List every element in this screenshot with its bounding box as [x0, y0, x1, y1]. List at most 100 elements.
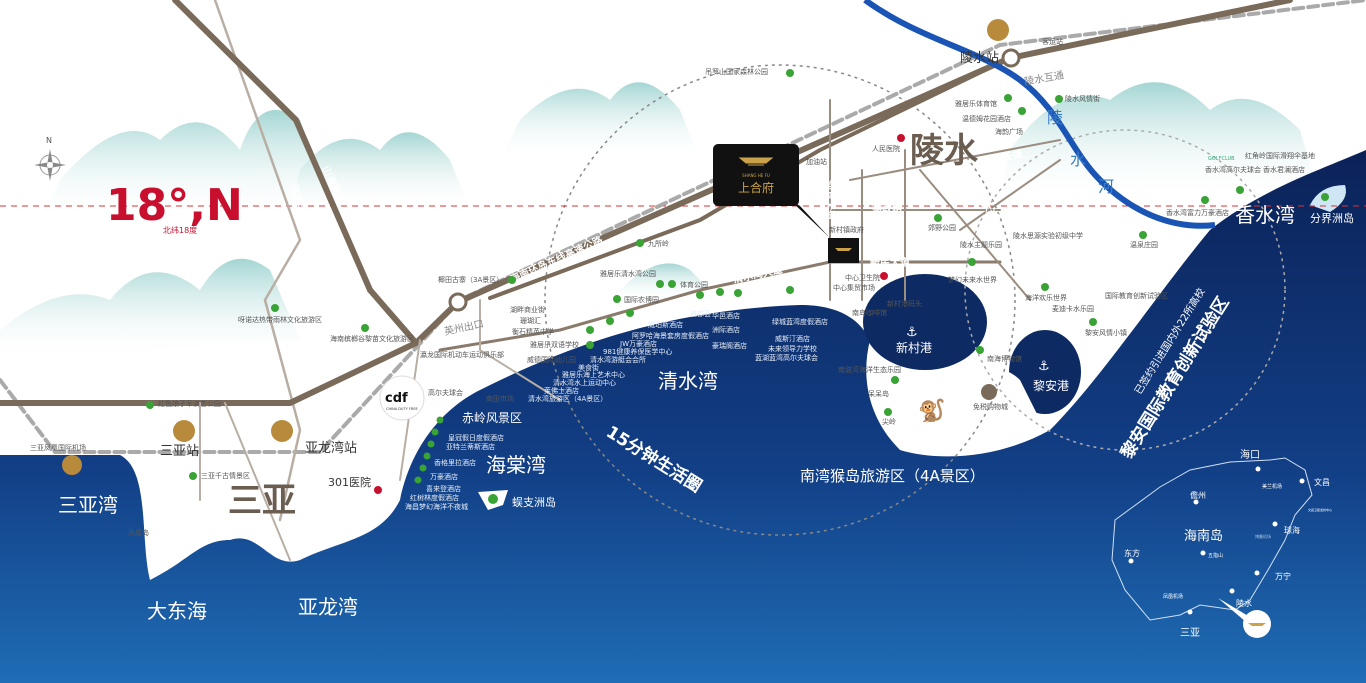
map-label: 华邑酒店: [712, 311, 740, 320]
map-label: 万豪酒店: [430, 472, 458, 481]
map-label: 红色娘子军演艺公园: [158, 399, 221, 408]
monkey-icon: 🐒: [918, 398, 945, 424]
map-label: 尖岭: [882, 417, 896, 426]
map-label: 海口: [1240, 448, 1260, 461]
map-label: 德政路: [871, 202, 903, 215]
water-qingshuiwan: 清水湾: [658, 369, 718, 393]
compass-north: N: [46, 136, 52, 145]
map-label: 清水湾旅游区（4A景区）: [528, 394, 607, 403]
cdf-duty-free-logo: cdf CHINA DUTY FREE: [379, 375, 425, 421]
map-label: 海韵广场: [995, 127, 1023, 136]
project-pinyin: SHANG HE FU: [742, 173, 770, 178]
map-label: 琼海: [1284, 525, 1300, 535]
map-label: 中心集贸市场: [833, 283, 875, 292]
anchor-icon: ⚓: [906, 325, 918, 340]
map-label: 亚特兰蒂斯酒店: [446, 442, 495, 451]
fifteen-minute-circle: [544, 64, 1016, 536]
map-label: 陵水: [1236, 598, 1252, 608]
compass-rose-icon: [34, 149, 66, 181]
map-label: 麦迪卡水乐园: [1052, 304, 1094, 313]
shopping-icon: [981, 384, 997, 400]
pavilion-logo-small-icon: [835, 248, 852, 251]
train-station-icon: [173, 420, 195, 442]
map-label: 南波湾海洋生态乐园: [838, 365, 901, 374]
map-label: 中心卫生院: [845, 273, 880, 282]
map-label: 呀诺达热带雨林文化旅游区: [238, 315, 322, 324]
map-label: 海南槟榔谷黎苗文化旅游区: [330, 334, 414, 343]
map-label: 香水君澜酒店: [1263, 165, 1305, 174]
water-xiangshuiwan: 香水湾: [1235, 203, 1295, 227]
map-label: 加油站: [806, 157, 827, 166]
water-sanyawan: 三亚湾: [58, 493, 118, 517]
map-label: 三亚千古情景区: [201, 471, 250, 480]
map-label: 新村镇政府: [829, 225, 864, 234]
station-airport: 三亚凤凰国际机场: [30, 443, 86, 452]
water-dadonghai: 大东海: [147, 599, 207, 623]
map-label: cdf: [385, 391, 408, 406]
map-label: 珊瑚汇: [520, 316, 541, 325]
map-label: 中山北路: [909, 215, 922, 256]
map-label: 雅居乐体育馆: [955, 99, 997, 108]
haitang-hotels: 皇冠假日度假酒店 亚特兰蒂斯酒店 香格里拉酒店 万豪酒店 喜来登酒店 红树林度假…: [405, 433, 504, 511]
river-label: 水: [1070, 150, 1086, 169]
map-label: 威珀斯酒店: [648, 320, 683, 329]
map-label: JW万豪酒店: [619, 339, 657, 348]
xincun-lagoon: [863, 274, 987, 370]
xiangshui-pois: 香水湾高尔夫球会 红角岭国际滑翔伞基地 香水君澜酒店 香水湾富力万豪酒店 GOL…: [1166, 151, 1315, 217]
map-label: 莱佛士酒店: [544, 386, 579, 395]
map-label: 阿罗哈海景套房度假酒店: [632, 331, 709, 340]
map-label: 陵城大道: [968, 182, 1002, 222]
map-label: 陵水思源实验初级中学: [1013, 231, 1083, 240]
map-label: 吊罗山国家森林公园: [705, 67, 768, 76]
zone-chiling: 赤岭风景区: [462, 411, 522, 425]
water-wuzhizhou: 蜈支洲岛: [512, 495, 556, 509]
map-label: 东方: [1124, 548, 1140, 558]
interchange-icon: [448, 292, 468, 312]
map-label: 雅都荟: [690, 309, 711, 318]
hospital-icon: [880, 272, 888, 280]
map-label: 温德姆花园酒店: [962, 114, 1011, 123]
map-label: 喜来登酒店: [426, 484, 461, 493]
water-yalongwan: 亚龙湾: [298, 595, 358, 619]
lingshui-pois: 雅居乐体育馆 温德姆花园酒店 海韵广场 陵水风情街 人民医院 加油站 吊罗山国家…: [705, 67, 1168, 426]
sanya-pois: 呀诺达热带雨林文化旅游区 海南槟榔谷黎苗文化旅游区 红色娘子军演艺公园 三亚千古…: [158, 315, 414, 489]
project-marker[interactable]: SHANG HE FU 上合府: [713, 144, 859, 263]
map-label: 威斯汀酒店: [775, 334, 810, 343]
city-sanya: 三亚: [228, 481, 296, 521]
map-label: 洲际酒店: [712, 325, 740, 334]
map-label: 文昌卫星发射中心: [1308, 507, 1332, 512]
map-label: 清水湾水上运动中心: [553, 378, 616, 387]
water-fenghuangdao: 凤凰岛: [128, 528, 149, 537]
map-label: 新村港码头: [887, 299, 922, 308]
map-label: 新民大道: [870, 256, 910, 269]
map-label: 雅居乐海上艺术中心: [562, 370, 625, 379]
mountains: [0, 82, 1320, 360]
airport-icon: [62, 455, 82, 475]
map-label: 体育公园: [680, 280, 708, 289]
map-label: 雅居乐清水湾公园: [600, 269, 656, 278]
map-label: 呆呆岛: [868, 389, 889, 398]
map-label: 海南岛: [1184, 528, 1223, 544]
map-label: 文昌: [1314, 477, 1330, 487]
map-label: 清水湾游艇会会所: [590, 355, 646, 364]
train-station-icon: [271, 420, 293, 442]
map-label: 南岛咖啡馆: [852, 308, 887, 317]
map-label: 五指山: [1208, 552, 1223, 559]
latitude-sub: 北纬18度: [163, 225, 197, 235]
map-label: 国际农博园: [624, 295, 659, 304]
map-label: 未来领导力学校: [768, 344, 817, 353]
map-label: 豪瑞阁酒店: [712, 341, 747, 350]
lian-lagoon: [1009, 330, 1081, 414]
map-label: 椰田古寨（3A景区）: [438, 275, 503, 284]
map-label: 301医院: [328, 475, 371, 489]
pavilion-logo-icon: [1248, 623, 1266, 626]
map-label: 郊野公园: [928, 223, 956, 232]
map-label: GOLFCLUB: [1208, 156, 1235, 162]
map-label: 雅居乐双语学校: [530, 340, 579, 349]
map-label: 儋州: [1190, 490, 1206, 500]
river-label: 陵: [1047, 108, 1063, 127]
map-label: 国际教育创新试验区: [1105, 291, 1168, 300]
map-label: 红树林度假酒店: [410, 493, 459, 502]
map-label: 三亚: [1180, 628, 1200, 639]
map-label: 陵水风情街: [1065, 94, 1100, 103]
